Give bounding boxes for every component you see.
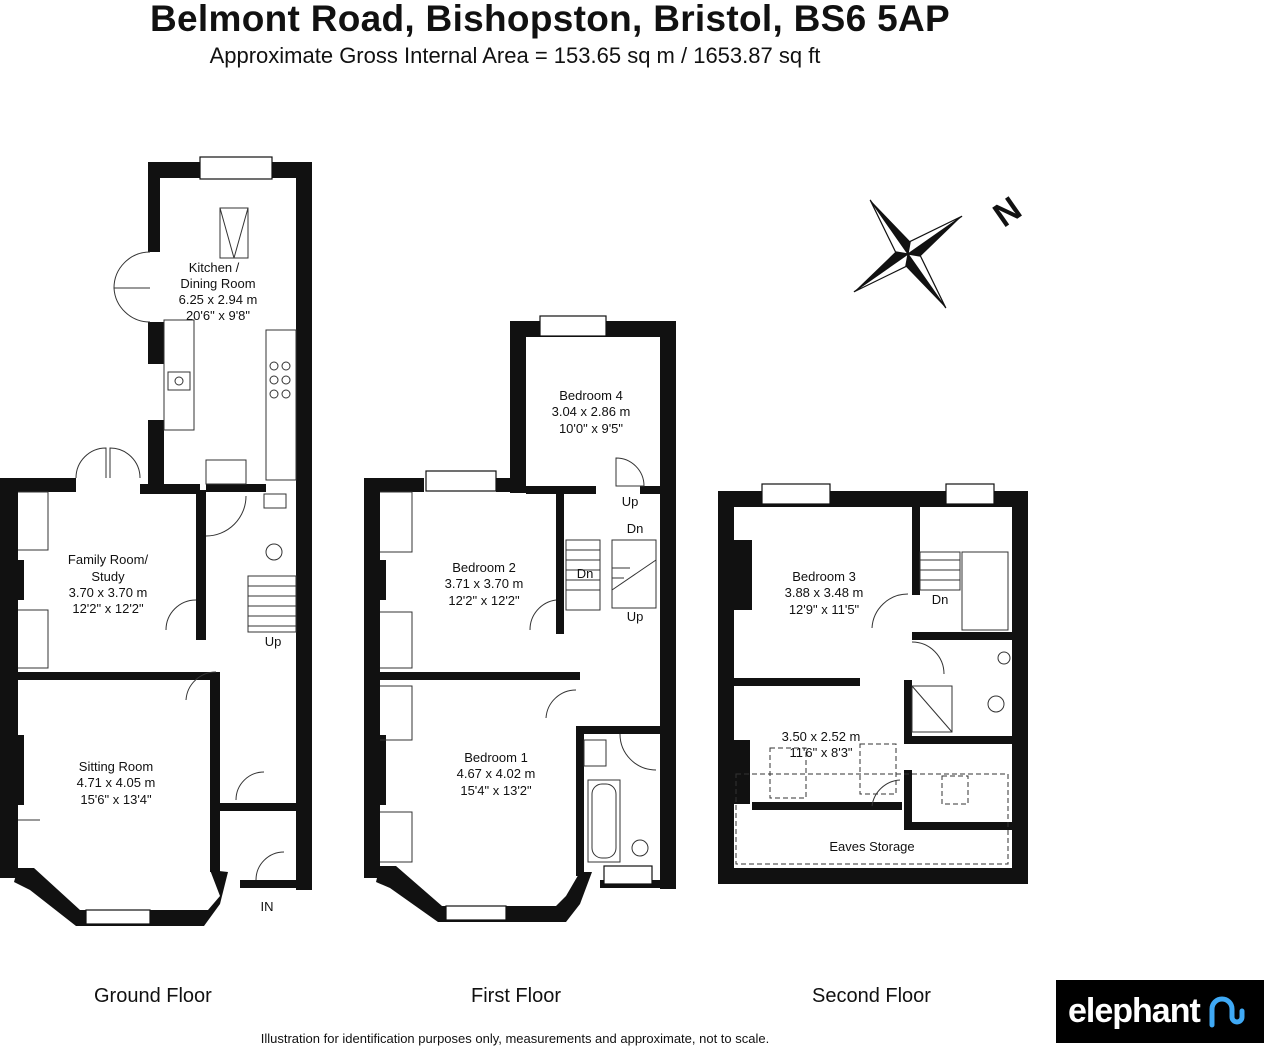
- first-stairs-dn-b: Dn: [577, 566, 594, 581]
- north-arrow-icon: [853, 199, 963, 309]
- plan-title: Belmont Road, Bishopston, Bristol, BS6 5…: [150, 0, 950, 39]
- bedroom-3-name: Bedroom 3: [792, 569, 856, 584]
- sitting-room-name: Sitting Room: [79, 759, 153, 774]
- second-floor-label: Second Floor: [812, 985, 931, 1007]
- first-floor-plan: [364, 315, 676, 922]
- bedroom-4-imperial: 10'0" x 9'5": [559, 421, 623, 436]
- elephant-trunk-icon: [1209, 996, 1245, 1027]
- kitchen-name: Kitchen /: [189, 260, 240, 275]
- bedroom-2-metric: 3.71 x 3.70 m: [445, 576, 524, 591]
- ground-floor-label: Ground Floor: [94, 985, 212, 1007]
- plan-area-subtitle: Approximate Gross Internal Area = 153.65…: [209, 43, 821, 68]
- first-stairs-dn-a: Dn: [627, 521, 644, 536]
- bedroom-1-metric: 4.67 x 4.02 m: [457, 766, 536, 781]
- sitting-room-imperial: 15'6" x 13'4": [80, 792, 152, 807]
- bedroom-2-name: Bedroom 2: [452, 560, 516, 575]
- family-room-metric: 3.70 x 3.70 m: [69, 585, 148, 600]
- second-floor-plan: [718, 483, 1028, 884]
- family-room-name-2: Study: [91, 569, 125, 584]
- first-stairs-up-b: Up: [627, 609, 644, 624]
- bedroom-1-imperial: 15'4" x 13'2": [460, 783, 532, 798]
- second-room-imperial: 11'6" x 8'3": [789, 745, 852, 760]
- bedroom-1-name: Bedroom 1: [464, 750, 528, 765]
- first-stairs-up-a: Up: [622, 494, 639, 509]
- disclaimer-text: Illustration for identification purposes…: [260, 1031, 770, 1046]
- ground-stairs-up: Up: [265, 634, 282, 649]
- ground-floor-plan: [0, 156, 312, 926]
- logo-text: elephant: [1068, 992, 1201, 1030]
- family-room-name: Family Room/: [68, 552, 149, 567]
- second-stairs-dn: Dn: [932, 592, 949, 607]
- kitchen-imperial: 20'6" x 9'8": [186, 308, 250, 323]
- sitting-room-metric: 4.71 x 4.05 m: [77, 775, 156, 790]
- bedroom-2-imperial: 12'2" x 12'2": [448, 593, 520, 608]
- elephant-logo: elephant: [1056, 980, 1264, 1043]
- eaves-storage-label: Eaves Storage: [829, 839, 914, 854]
- kitchen-metric: 6.25 x 2.94 m: [179, 292, 258, 307]
- bedroom-3-metric: 3.88 x 3.48 m: [785, 585, 864, 600]
- compass-north-label: N: [987, 190, 1029, 235]
- entrance-label: IN: [261, 899, 274, 914]
- second-room-metric: 3.50 x 2.52 m: [782, 729, 861, 744]
- bedroom-4-name: Bedroom 4: [559, 388, 623, 403]
- bedroom-4-metric: 3.04 x 2.86 m: [552, 404, 631, 419]
- bedroom-3-imperial: 12'9" x 11'5": [789, 602, 860, 617]
- first-floor-label: First Floor: [471, 985, 561, 1007]
- family-room-imperial: 12'2" x 12'2": [72, 601, 144, 616]
- kitchen-name-2: Dining Room: [180, 276, 255, 291]
